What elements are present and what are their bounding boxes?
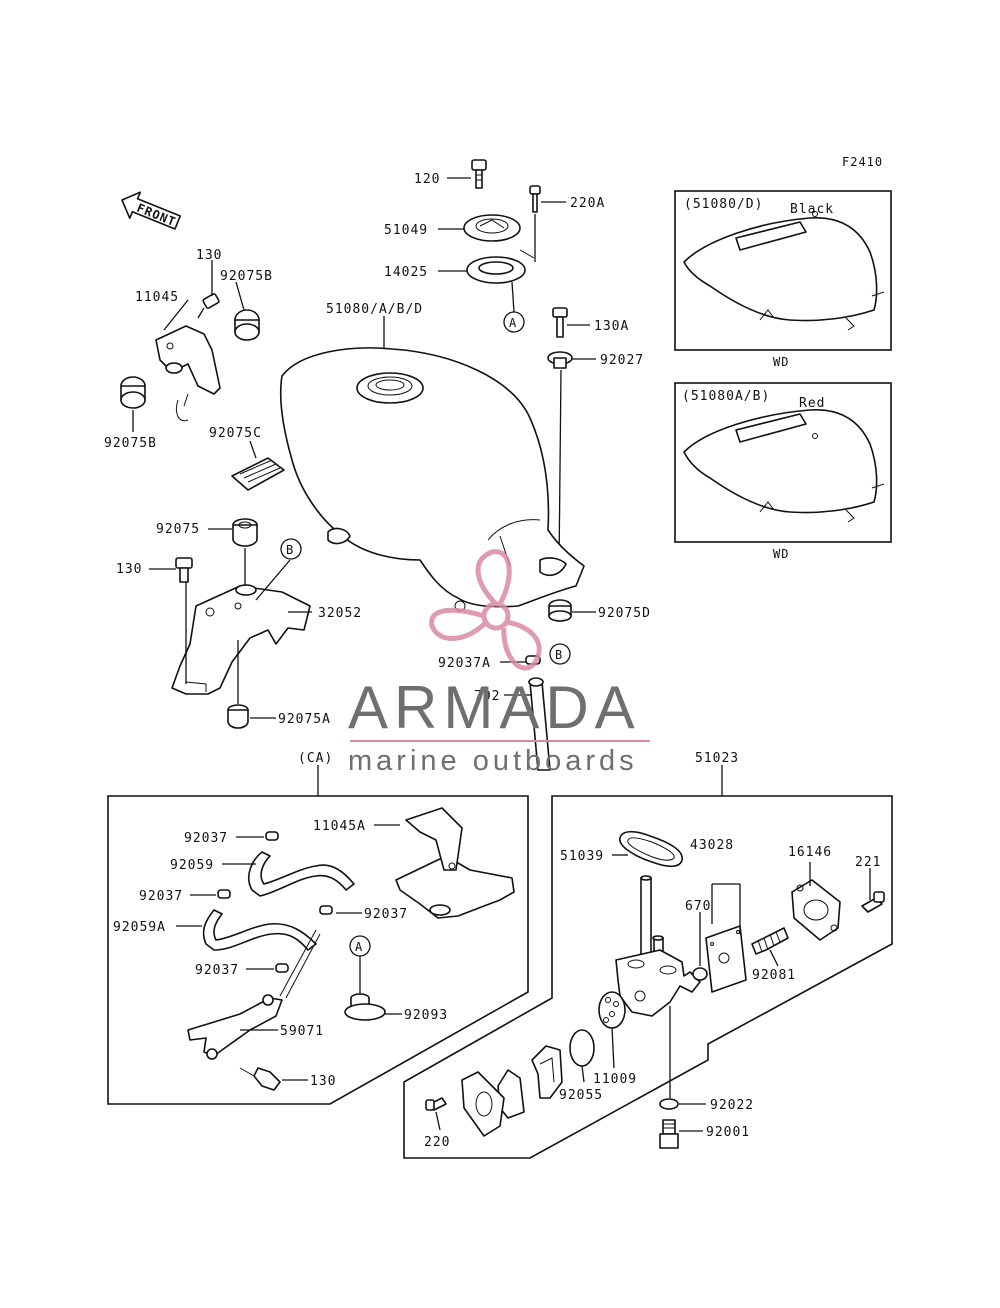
front-arrow-label: FRONT [135, 201, 178, 229]
watermark-tagline: marine outboards [348, 745, 638, 777]
diagram-code: F2410 [842, 155, 883, 169]
inset-red-footer: WD [773, 547, 789, 561]
ref-circle-a-top [503, 311, 525, 333]
damper-92075D [548, 599, 572, 622]
callout-92059: 92059 [170, 858, 214, 873]
callout-130-top: 130 [196, 248, 222, 263]
callout-92059A: 92059A [113, 920, 166, 935]
callout-16146: 16146 [788, 845, 832, 860]
callout-130A: 130A [594, 319, 629, 334]
ref-b-right: B [555, 648, 563, 662]
callout-92075D: 92075D [598, 606, 651, 621]
callout-11045A: 11045A [313, 819, 366, 834]
callout-92022: 92022 [710, 1098, 754, 1113]
bracket-32052 [171, 582, 311, 695]
callout-51080: 51080/A/B/D [326, 302, 423, 317]
callout-14025: 14025 [384, 265, 428, 280]
callout-92075: 92075 [156, 522, 200, 537]
inset-black-footer: WD [773, 355, 789, 369]
filler-cap-assembly [463, 159, 573, 369]
inset-black-color: Black [790, 202, 834, 217]
ref-circle-b-right [549, 643, 571, 665]
callout-51049: 51049 [384, 223, 428, 238]
callout-92075A: 92075A [278, 712, 331, 727]
callout-702: 702 [474, 689, 500, 704]
callout-ca: (CA) [298, 751, 333, 766]
callout-92055: 92055 [559, 1088, 603, 1103]
callout-11045: 11045 [135, 290, 179, 305]
callout-59071: 59071 [280, 1024, 324, 1039]
callout-32052: 32052 [318, 606, 362, 621]
bracket-11045 [155, 293, 221, 422]
inset-red-variant [674, 382, 892, 543]
callout-43028: 43028 [690, 838, 734, 853]
fuel-cock-parts [425, 830, 885, 1149]
callout-120: 120 [414, 172, 440, 187]
damper-92075A [227, 704, 249, 729]
ca-parts [187, 807, 515, 1091]
callout-11009: 11009 [593, 1072, 637, 1087]
fuel-cock-box [403, 795, 893, 1159]
callout-92093: 92093 [404, 1008, 448, 1023]
damper-92075 [232, 518, 258, 547]
ref-circle-b-left [280, 538, 302, 560]
callout-51039: 51039 [560, 849, 604, 864]
inset-black-code: (51080/D) [684, 197, 763, 212]
inset-red-color: Red [799, 396, 825, 411]
bolt-130-mid [175, 557, 193, 583]
callout-92075B-top: 92075B [220, 269, 273, 284]
callout-92027: 92027 [600, 353, 644, 368]
callout-92001: 92001 [706, 1125, 750, 1140]
damper-pad-92075C [231, 457, 285, 491]
callout-130-mid: 130 [116, 562, 142, 577]
callout-92037A: 92037A [438, 656, 491, 671]
callout-92037-3: 92037 [195, 963, 239, 978]
callout-670: 670 [685, 899, 711, 914]
ref-b-left: B [286, 543, 294, 557]
watermark-propeller-icon [429, 549, 542, 671]
watermark-brand: ARMADA [348, 674, 641, 741]
fuel-tank [279, 347, 585, 612]
callout-92037-1: 92037 [184, 831, 228, 846]
ref-a-ca: A [355, 940, 363, 954]
rubber-damper-92075B-top [234, 309, 260, 341]
callout-92075C: 92075C [209, 426, 262, 441]
inset-red-code: (51080A/B) [682, 389, 770, 404]
ref-a-top: A [509, 316, 517, 330]
front-arrow-icon: FRONT [121, 191, 182, 230]
callout-92037-4: 92037 [364, 907, 408, 922]
callout-220: 220 [424, 1135, 450, 1150]
callout-51023: 51023 [695, 751, 739, 766]
callout-221: 221 [855, 855, 881, 870]
rubber-damper-92075B-bot [120, 376, 146, 409]
callout-92075B-bot: 92075B [104, 436, 157, 451]
callout-220A: 220A [570, 196, 605, 211]
callout-92081: 92081 [752, 968, 796, 983]
ref-circle-a-ca [349, 935, 371, 957]
inset-black-variant [674, 190, 892, 351]
callout-130-ca: 130 [310, 1074, 336, 1089]
ca-box [107, 795, 529, 1105]
callout-92037-2: 92037 [139, 889, 183, 904]
